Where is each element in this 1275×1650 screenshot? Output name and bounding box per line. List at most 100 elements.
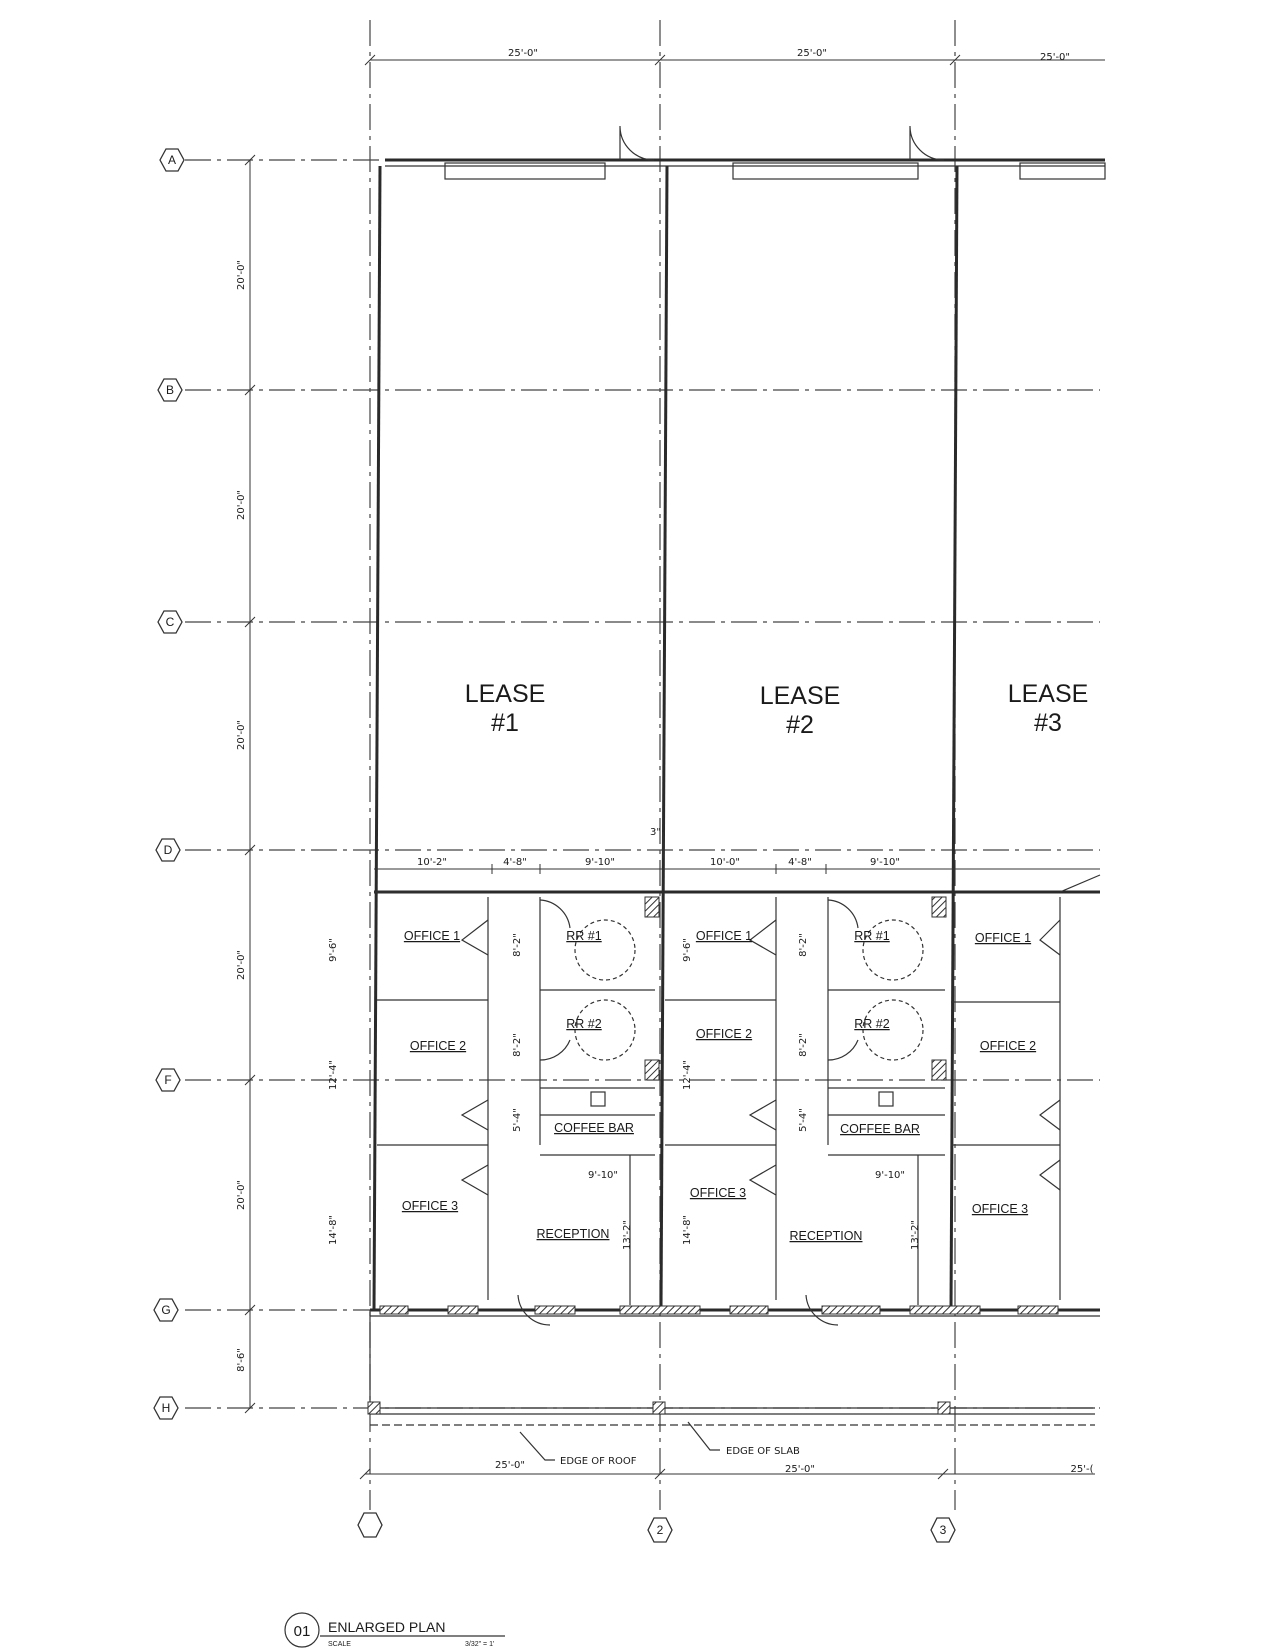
svg-text:G: G bbox=[161, 1303, 170, 1317]
unit-2-office-2-label: OFFICE 2 bbox=[696, 1027, 752, 1041]
svg-text:H: H bbox=[162, 1401, 171, 1415]
drawing-number-circle bbox=[284, 1612, 320, 1648]
svg-text:C: C bbox=[166, 615, 175, 629]
grid-bubble-b: B bbox=[157, 378, 183, 402]
unit-1-dim-9-6: 9'-6" bbox=[328, 938, 339, 962]
column-marker-3 bbox=[937, 1401, 951, 1415]
svg-text:A: A bbox=[168, 153, 176, 167]
grid-lines bbox=[185, 20, 1100, 1510]
unit-1-dim-8-2-a: 8'-2" bbox=[512, 933, 523, 957]
left-dim-1: 20'-0" bbox=[236, 260, 247, 290]
left-dim-5: 20'-0" bbox=[236, 1180, 247, 1210]
dim-9-10-a: 9'-10" bbox=[585, 857, 615, 868]
grid-bubble-col-2: 2 bbox=[647, 1517, 673, 1543]
dim-9-10-b: 9'-10" bbox=[870, 857, 900, 868]
lease-2-number: #2 bbox=[786, 711, 814, 739]
drawing-title: ENLARGED PLAN bbox=[328, 1619, 445, 1635]
unit-1-coffee-bar-label: COFFEE BAR bbox=[554, 1121, 634, 1135]
dim-10-0: 10'-0" bbox=[710, 857, 740, 868]
unit-3-office-2-label: OFFICE 2 bbox=[980, 1039, 1036, 1053]
grid-bubble-f: F bbox=[155, 1068, 181, 1092]
storefront-window-2 bbox=[732, 162, 919, 180]
unit-1-office-2-label: OFFICE 2 bbox=[410, 1039, 466, 1053]
drawing-number: 01 bbox=[294, 1623, 311, 1640]
left-dim-6: 8'-6" bbox=[236, 1348, 247, 1372]
unit-1-reception-label: RECEPTION bbox=[537, 1227, 610, 1241]
unit-2-coffee-bar-label: COFFEE BAR bbox=[840, 1122, 920, 1136]
building-shell bbox=[367, 125, 1106, 1426]
unit-1-office-1-label: OFFICE 1 bbox=[404, 929, 460, 943]
entry-door-2 bbox=[909, 125, 945, 161]
unit-1-dim-9-10: 9'-10" bbox=[588, 1170, 618, 1181]
left-dim-2: 20'-0" bbox=[236, 490, 247, 520]
unit-1-dim-12-4: 12'-4" bbox=[328, 1060, 339, 1090]
unit-2-interior: OFFICE 1 OFFICE 2 OFFICE 3 RR #1 RR #2 C… bbox=[665, 896, 981, 1326]
grid-bubble-col-1 bbox=[357, 1512, 383, 1538]
interior-dimensions: 3" 10'-2" 4'-8" 9'-10" 10'-0" 4'-8" 9'-1… bbox=[374, 827, 1100, 874]
top-dim-1: 25'-0" bbox=[508, 48, 538, 59]
grid-bubble-g: G bbox=[153, 1298, 179, 1322]
unit-2-dim-8-2-b: 8'-2" bbox=[798, 1033, 809, 1057]
grid-bubble-h: H bbox=[153, 1396, 179, 1420]
top-dimension-string: 25'-0" 25'-0" 25'-0" bbox=[364, 48, 1105, 66]
unit-1-rr1-label: RR #1 bbox=[566, 929, 601, 943]
column-marker-1 bbox=[367, 1401, 381, 1415]
storefront-window-1 bbox=[444, 162, 606, 180]
svg-text:3: 3 bbox=[940, 1523, 947, 1537]
bottom-dim-1: 25'-0" bbox=[495, 1460, 525, 1471]
lease-3-number: #3 bbox=[1034, 709, 1062, 737]
unit-1-rr2-label: RR #2 bbox=[566, 1017, 601, 1031]
grid-bubble-c: C bbox=[157, 610, 183, 634]
unit-2-reception-label: RECEPTION bbox=[790, 1229, 863, 1243]
edge-of-slab-label: EDGE OF SLAB bbox=[726, 1446, 800, 1457]
dim-10-2: 10'-2" bbox=[417, 857, 447, 868]
drawing-scale-label: SCALE bbox=[328, 1641, 351, 1648]
grid-row-bubbles: A B C D F G H bbox=[153, 148, 185, 1420]
top-dim-2: 25'-0" bbox=[797, 48, 827, 59]
lease-labels: LEASE #1 LEASE #2 LEASE #3 bbox=[465, 680, 1089, 739]
grid-bubble-a: A bbox=[159, 148, 185, 172]
unit-2-dim-5-4: 5'-4" bbox=[798, 1108, 809, 1132]
unit-1-dim-13-2: 13'-2" bbox=[622, 1220, 633, 1250]
unit-1-dim-8-2-b: 8'-2" bbox=[512, 1033, 523, 1057]
entry-door-1 bbox=[619, 125, 655, 161]
left-dimension-string: 20'-0" 20'-0" 20'-0" 20'-0" 20'-0" 8'-6" bbox=[236, 154, 256, 1414]
drawing-title-block: 01 ENLARGED PLAN SCALE 3/32" = 1' bbox=[284, 1612, 505, 1648]
svg-text:2: 2 bbox=[657, 1523, 664, 1537]
dim-4-8-a: 4'-8" bbox=[503, 857, 527, 868]
unit-2-dim-9-6: 9'-6" bbox=[682, 938, 693, 962]
lease-2-title: LEASE bbox=[760, 682, 841, 710]
dim-3-inch: 3" bbox=[650, 827, 661, 838]
unit-3-interior: OFFICE 1 OFFICE 2 OFFICE 3 bbox=[951, 874, 1101, 1315]
lease-1-title: LEASE bbox=[465, 680, 546, 708]
unit-2-dim-9-10: 9'-10" bbox=[875, 1170, 905, 1181]
left-dim-3: 20'-0" bbox=[236, 720, 247, 750]
unit-1-office-3-label: OFFICE 3 bbox=[402, 1199, 458, 1213]
svg-text:D: D bbox=[164, 843, 173, 857]
bottom-dim-3: 25'-( bbox=[1071, 1464, 1094, 1475]
unit-3-office-3-label: OFFICE 3 bbox=[972, 1202, 1028, 1216]
grid-bubble-d: D bbox=[155, 838, 181, 862]
lease-3-title: LEASE bbox=[1008, 680, 1089, 708]
unit-2-dim-12-4: 12'-4" bbox=[682, 1060, 693, 1090]
bottom-dimension-string: 25'-0" 25'-0" 25'-( bbox=[359, 1460, 1095, 1480]
storefront-window-3 bbox=[1019, 162, 1106, 180]
top-dim-3: 25'-0" bbox=[1040, 52, 1070, 63]
drawing-scale-value: 3/32" = 1' bbox=[465, 1641, 494, 1648]
unit-2-rr2-label: RR #2 bbox=[854, 1017, 889, 1031]
bottom-dim-2: 25'-0" bbox=[785, 1464, 815, 1475]
grid-bubble-col-3: 3 bbox=[930, 1517, 956, 1543]
column-marker-2 bbox=[652, 1401, 666, 1415]
svg-text:B: B bbox=[166, 383, 174, 397]
unit-2-office-3-label: OFFICE 3 bbox=[690, 1186, 746, 1200]
lease-1-number: #1 bbox=[491, 709, 519, 737]
unit-2-dim-13-2: 13'-2" bbox=[910, 1220, 921, 1250]
edge-annotations: EDGE OF ROOF EDGE OF SLAB bbox=[519, 1421, 800, 1467]
svg-text:F: F bbox=[164, 1073, 171, 1087]
unit-2-rr1-label: RR #1 bbox=[854, 929, 889, 943]
grid-column-bubbles: 2 3 bbox=[357, 1512, 956, 1543]
unit-2-dim-8-2-a: 8'-2" bbox=[798, 933, 809, 957]
unit-3-office-1-label: OFFICE 1 bbox=[975, 931, 1031, 945]
unit-1-dim-5-4: 5'-4" bbox=[512, 1108, 523, 1132]
